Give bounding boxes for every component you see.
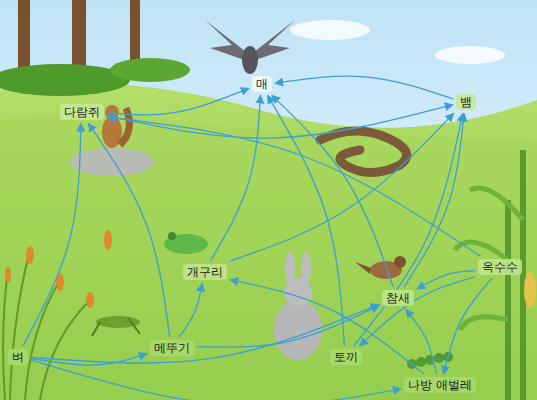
- organism-name: 개구리: [187, 265, 223, 279]
- hawk: [205, 20, 295, 74]
- organism-label: 나방 애벌레: [404, 377, 476, 393]
- food-chain-arrow: [107, 88, 249, 114]
- rice-grain: [5, 230, 112, 308]
- food-chain-arrow: [404, 113, 464, 287]
- rice-plant: [3, 250, 90, 400]
- organism-name: 매: [256, 77, 268, 91]
- cloud: [435, 46, 505, 64]
- food-chain-arrow: [230, 113, 454, 261]
- sparrow: [355, 256, 406, 279]
- food-chain-arrow: [31, 304, 379, 363]
- grasshopper: [92, 316, 140, 336]
- organism-name: 벼: [12, 350, 24, 364]
- corn-plant: [455, 150, 536, 400]
- food-chain-arrow: [444, 278, 492, 374]
- frog: [164, 232, 208, 254]
- organism-label: 옥수수: [478, 259, 522, 275]
- food-chain-arrow: [107, 117, 480, 256]
- food-chain-arrow: [88, 123, 169, 337]
- organism-label: 다람쥐: [60, 104, 104, 120]
- cloud: [290, 20, 370, 40]
- organism-name: 메뚜기: [154, 341, 190, 355]
- organism-label: 메뚜기: [150, 340, 194, 356]
- food-chain-arrow: [31, 360, 401, 400]
- organism-label: 벼: [8, 349, 28, 365]
- food-chain-arrow: [354, 113, 463, 346]
- food-chain-arrow: [275, 76, 453, 99]
- food-chain-arrow: [230, 280, 424, 374]
- trees: [0, 0, 190, 96]
- organism-label: 참새: [382, 290, 414, 306]
- rock: [70, 148, 154, 176]
- snake: [320, 131, 407, 173]
- food-chain-arrow: [210, 95, 260, 261]
- food-chain-arrow: [406, 309, 437, 374]
- organism-name: 나방 애벌레: [408, 378, 472, 392]
- organism-label: 토끼: [330, 349, 362, 365]
- squirrel: [102, 105, 129, 148]
- rabbit: [274, 252, 322, 360]
- meadow: [0, 83, 537, 400]
- food-chain-arrow: [23, 123, 81, 346]
- organism-label: 개구리: [183, 264, 227, 280]
- food-chain-arrow: [268, 95, 345, 346]
- organism-label: 매: [252, 76, 272, 92]
- food-chain-arrow: [107, 105, 453, 138]
- organism-name: 참새: [386, 291, 410, 305]
- organism-name: 토끼: [334, 350, 358, 364]
- organism-name: 옥수수: [482, 260, 518, 274]
- organism-name: 뱀: [460, 95, 472, 109]
- food-chain-arrow: [179, 283, 202, 337]
- organism-name: 다람쥐: [64, 105, 100, 119]
- food-chain-arrow: [197, 306, 379, 347]
- organism-label: 뱀: [456, 94, 476, 110]
- food-chain-arrow: [360, 277, 475, 346]
- meadow: [0, 113, 537, 400]
